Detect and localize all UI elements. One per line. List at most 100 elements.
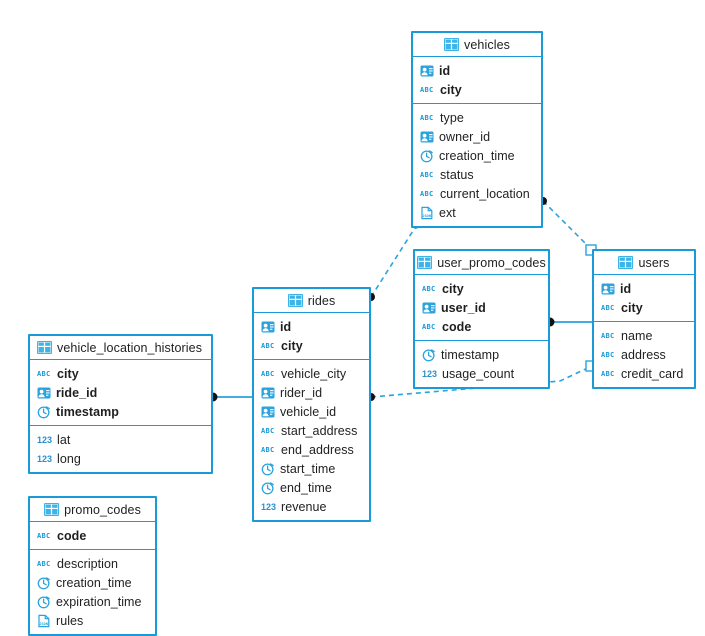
field-name: creation_time — [56, 575, 132, 590]
table-header-user_promo_codes[interactable]: user_promo_codes — [415, 251, 548, 275]
key-field-row[interactable]: id — [413, 61, 541, 80]
table-title: users — [638, 255, 670, 270]
table-icon — [618, 256, 634, 269]
id-badge-icon — [261, 386, 275, 400]
abc-icon: ABC — [261, 341, 275, 350]
field-name: name — [621, 328, 653, 343]
key-field-row[interactable]: ride_id — [30, 383, 211, 402]
field-name: timestamp — [56, 404, 119, 419]
field-row[interactable]: ABC start_address — [254, 421, 369, 440]
key-field-row[interactable]: id — [254, 317, 369, 336]
field-name: id — [620, 281, 632, 296]
abc-icon: ABC — [422, 284, 436, 293]
field-row[interactable]: creation_time — [413, 146, 541, 165]
table-header-rides[interactable]: rides — [254, 289, 369, 313]
table-header-promo_codes[interactable]: promo_codes — [30, 498, 155, 522]
field-row[interactable]: 123 revenue — [254, 497, 369, 516]
field-name: city — [442, 281, 464, 296]
table-title: vehicles — [464, 37, 510, 52]
key-field-row[interactable]: id — [594, 279, 694, 298]
abc-icon: ABC — [37, 531, 51, 540]
table-icon — [44, 503, 60, 516]
svg-text:JSON: JSON — [39, 622, 48, 626]
abc-icon: ABC — [37, 369, 51, 378]
table-header-vehicles[interactable]: vehicles — [413, 33, 541, 57]
table-icon — [417, 256, 433, 269]
field-row[interactable]: vehicle_id — [254, 402, 369, 421]
field-name: user_id — [441, 300, 486, 315]
field-name: lat — [57, 432, 71, 447]
json-icon: JSON — [420, 206, 434, 220]
abc-icon: ABC — [261, 369, 275, 378]
field-name: description — [57, 556, 118, 571]
edge-user-promo-codes-to-users — [545, 317, 592, 327]
field-row[interactable]: start_time — [254, 459, 369, 478]
field-row[interactable]: owner_id — [413, 127, 541, 146]
clock-icon — [37, 576, 51, 590]
field-name: start_address — [281, 423, 358, 438]
field-row[interactable]: timestamp — [415, 345, 548, 364]
field-name: id — [439, 63, 451, 78]
field-row[interactable]: expiration_time — [30, 592, 155, 611]
id-badge-icon — [420, 130, 434, 144]
field-name: end_time — [280, 480, 332, 495]
field-row[interactable]: rider_id — [254, 383, 369, 402]
table-header-users[interactable]: users — [594, 251, 694, 275]
key-field-row[interactable]: ABC city — [415, 279, 548, 298]
field-name: rider_id — [280, 385, 323, 400]
field-name: usage_count — [442, 366, 515, 381]
key-field-row[interactable]: user_id — [415, 298, 548, 317]
field-row[interactable]: end_time — [254, 478, 369, 497]
field-row[interactable]: creation_time — [30, 573, 155, 592]
field-name: long — [57, 451, 81, 466]
field-row[interactable]: ABC name — [594, 326, 694, 345]
abc-icon: ABC — [420, 113, 434, 122]
key-field-row[interactable]: timestamp — [30, 402, 211, 421]
abc-icon: ABC — [601, 303, 615, 312]
table-icon — [444, 38, 460, 51]
table-header-vehicle_location_histories[interactable]: vehicle_location_histories — [30, 336, 211, 360]
number-icon: 123 — [261, 501, 277, 512]
field-name: timestamp — [441, 347, 500, 362]
abc-icon: ABC — [601, 350, 615, 359]
abc-icon: ABC — [261, 426, 275, 435]
abc-icon: ABC — [601, 331, 615, 340]
field-name: ride_id — [56, 385, 98, 400]
field-name: revenue — [281, 499, 327, 514]
clock-icon — [261, 462, 275, 476]
table-icon — [37, 341, 52, 354]
